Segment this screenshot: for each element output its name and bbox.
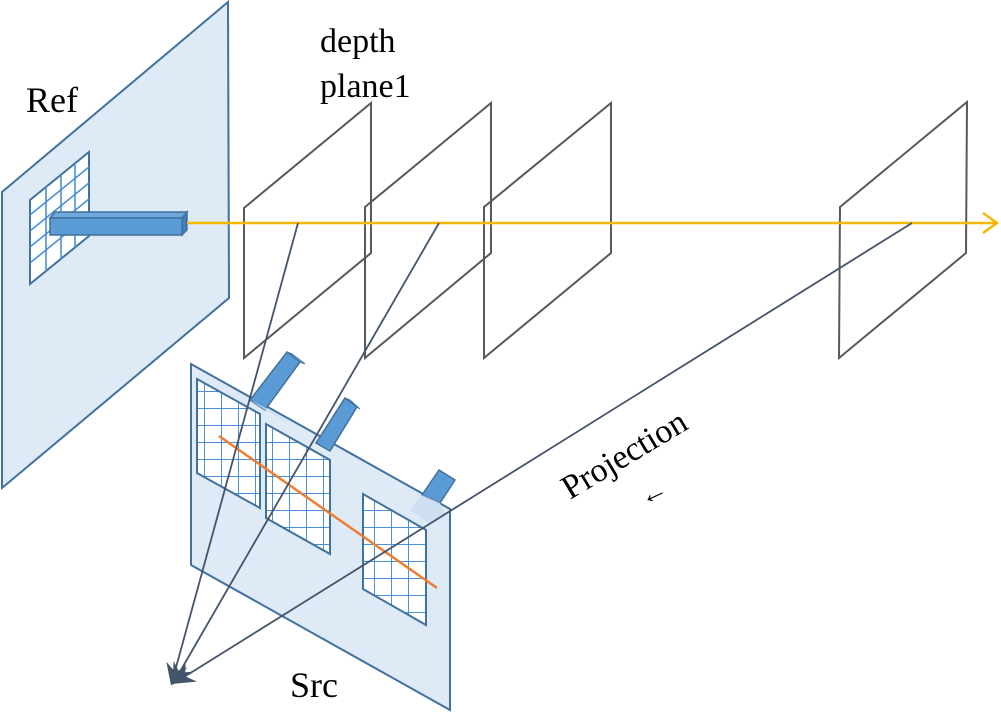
projection-lines (166, 222, 913, 686)
src-camera-3 (410, 468, 457, 523)
projection-label: Projection (555, 403, 694, 507)
depth-plane-1 (243, 100, 372, 361)
depth-plane-label-line1: depth (320, 23, 396, 60)
projection-line-3 (172, 222, 913, 684)
depth-planes (243, 99, 969, 361)
projection-line-1 (166, 222, 299, 686)
ref-plane-shape (0, 0, 231, 491)
depth-plane-4 (837, 99, 969, 361)
src-camera-1 (248, 350, 306, 423)
projection-direction-arrow-icon: ← (634, 473, 672, 513)
ray-arrowhead (982, 211, 1000, 235)
ref-label: Ref (26, 80, 78, 120)
ref-camera (48, 209, 189, 237)
ref-ray (187, 211, 1000, 235)
src-camera-2 (314, 396, 361, 458)
src-image-plane (190, 350, 457, 712)
depth-plane-3 (483, 100, 612, 361)
epipolar-line (218, 434, 438, 590)
ref-image-plane (0, 0, 231, 491)
depth-plane-2 (364, 100, 492, 361)
projection-line-2 (172, 222, 440, 686)
src-label: Src (290, 665, 338, 705)
depth-plane-label-line2: plane1 (320, 68, 411, 105)
